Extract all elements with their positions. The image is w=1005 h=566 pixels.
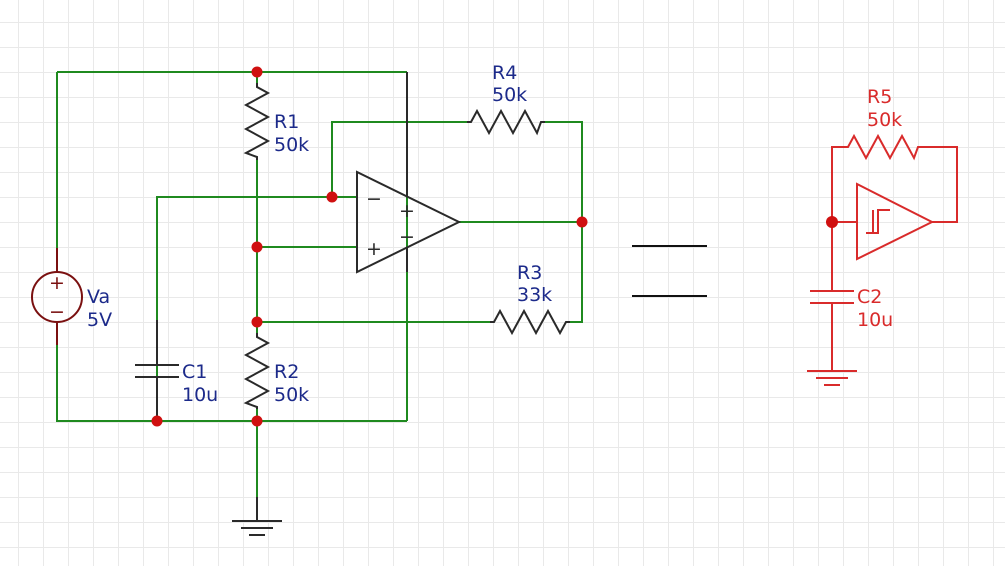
junction-node (151, 415, 163, 427)
junction-node (826, 216, 838, 228)
r4-value-label: 50k (492, 84, 527, 106)
r3-value-label: 33k (517, 284, 552, 306)
schmitt-trigger-buffer[interactable] (856, 182, 935, 261)
r3-zigzag (490, 308, 570, 336)
r2-name-label: R2 (274, 361, 299, 383)
r1-zigzag (243, 83, 271, 160)
capacitor-c2[interactable]: C2 10u (810, 286, 893, 331)
r3-name-label: R3 (517, 262, 542, 284)
r2-value-label: 50k (274, 384, 309, 406)
resistor-r5[interactable]: R5 50k (844, 86, 920, 161)
hysteresis-icon (866, 209, 890, 234)
opamp-rail-top-sign: + (399, 200, 415, 222)
source-name-label: Va (87, 286, 110, 308)
resistor-r4[interactable]: R4 50k (467, 62, 545, 136)
wires (56, 71, 583, 497)
r2-zigzag (243, 333, 271, 409)
junction-node (251, 415, 263, 427)
opamp-noninverting-sign: + (366, 238, 382, 260)
c1-name-label: C1 (182, 361, 207, 383)
junction-node (576, 216, 588, 228)
resistor-r1[interactable]: R1 50k (243, 83, 309, 160)
c2-value-label: 10u (857, 309, 893, 331)
voltage-source-va[interactable]: + − Va 5V (31, 248, 112, 345)
r1-value-label: 50k (274, 134, 309, 156)
right-circuit: R5 50k C2 10u (807, 86, 958, 386)
source-body (31, 271, 83, 323)
r4-zigzag (467, 108, 545, 136)
wire-source-to-bottom (56, 345, 407, 422)
resistor-r2[interactable]: R2 50k (243, 333, 309, 409)
source-plus-sign: + (49, 272, 65, 294)
wire-r5-right (920, 146, 958, 223)
resistor-r3[interactable]: R3 33k (490, 262, 570, 336)
junction-node (251, 241, 263, 253)
r5-name-label: R5 (867, 86, 892, 108)
junction-node (251, 66, 263, 78)
source-minus-sign: − (49, 301, 65, 323)
opamp[interactable]: − + + − (356, 72, 462, 274)
c2-name-label: C2 (857, 286, 882, 308)
c1-value-label: 10u (182, 384, 218, 406)
junction-node (326, 191, 338, 203)
left-circuit: + − Va 5V R1 50k R2 50k R4 50k R3 33k (31, 62, 588, 536)
r1-name-label: R1 (274, 111, 299, 133)
opamp-rail-bottom-sign: − (399, 226, 415, 248)
junction-node (251, 316, 263, 328)
r5-value-label: 50k (867, 109, 902, 131)
r5-zigzag (844, 133, 920, 161)
buffer-triangle (856, 182, 935, 261)
ground-icon (232, 497, 282, 536)
ground-icon (807, 370, 857, 386)
wire-r4-loop (331, 121, 467, 197)
source-value-label: 5V (87, 309, 112, 331)
opamp-inverting-sign: − (366, 188, 382, 210)
wire-r5-left (831, 146, 844, 222)
equals-sign-icon (632, 245, 707, 297)
capacitor-c1[interactable]: C1 10u (135, 320, 218, 421)
r4-name-label: R4 (492, 62, 517, 84)
junction-nodes (151, 66, 588, 427)
